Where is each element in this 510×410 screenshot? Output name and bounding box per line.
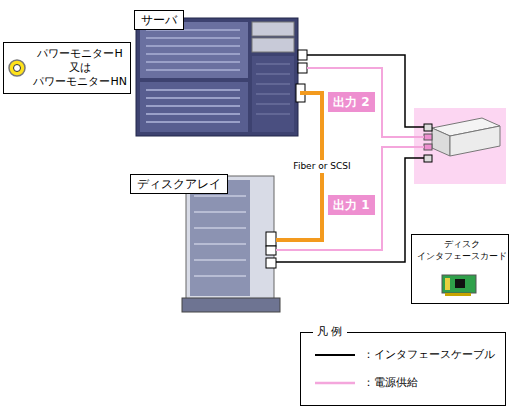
power-monitor-icon	[7, 58, 27, 78]
box-text: パワーモニターH 又は パワーモニターHN	[30, 47, 130, 89]
card-bracket	[445, 278, 450, 290]
connector-label: Fiber or SCSI	[291, 160, 352, 173]
card-edge	[445, 293, 471, 296]
sample-line	[315, 354, 355, 356]
icon-ring	[9, 60, 25, 76]
legend-row: ：インタフェースケーブル	[315, 347, 495, 363]
card-chip	[455, 279, 465, 288]
legend-box: 凡 例：インタフェースケーブル：電源供給	[300, 332, 506, 406]
legend-text: ：インタフェースケーブル	[363, 348, 495, 362]
label-box: パワーモニターH 又は パワーモニターHN	[3, 42, 131, 94]
legend-line-sample	[315, 378, 355, 388]
disk-array-illustration	[182, 176, 280, 312]
card-board	[442, 275, 476, 293]
server-illustration	[136, 18, 307, 136]
equipment-node: ディスクアレイ	[128, 172, 276, 314]
output-tag: 出力 2	[328, 92, 375, 112]
box-text: ディスク インタフェースカード	[415, 238, 508, 262]
legend-title: 凡 例	[313, 325, 347, 338]
equipment-heading: ディスクアレイ	[130, 174, 228, 194]
equipment-node: サーバ	[128, 8, 300, 138]
output-tag: 出力 1	[328, 195, 375, 215]
equipment-heading: サーバ	[134, 10, 184, 30]
interface-card-icon	[441, 273, 479, 297]
label-box: ディスク インタフェースカード	[411, 234, 509, 304]
power-monitor-device	[414, 108, 506, 184]
legend-line-sample	[315, 350, 355, 360]
legend-text: ：電源供給	[363, 376, 418, 390]
cables	[276, 55, 424, 262]
sample-line	[315, 382, 355, 385]
icon-center	[14, 65, 21, 72]
legend-row: ：電源供給	[315, 375, 418, 391]
